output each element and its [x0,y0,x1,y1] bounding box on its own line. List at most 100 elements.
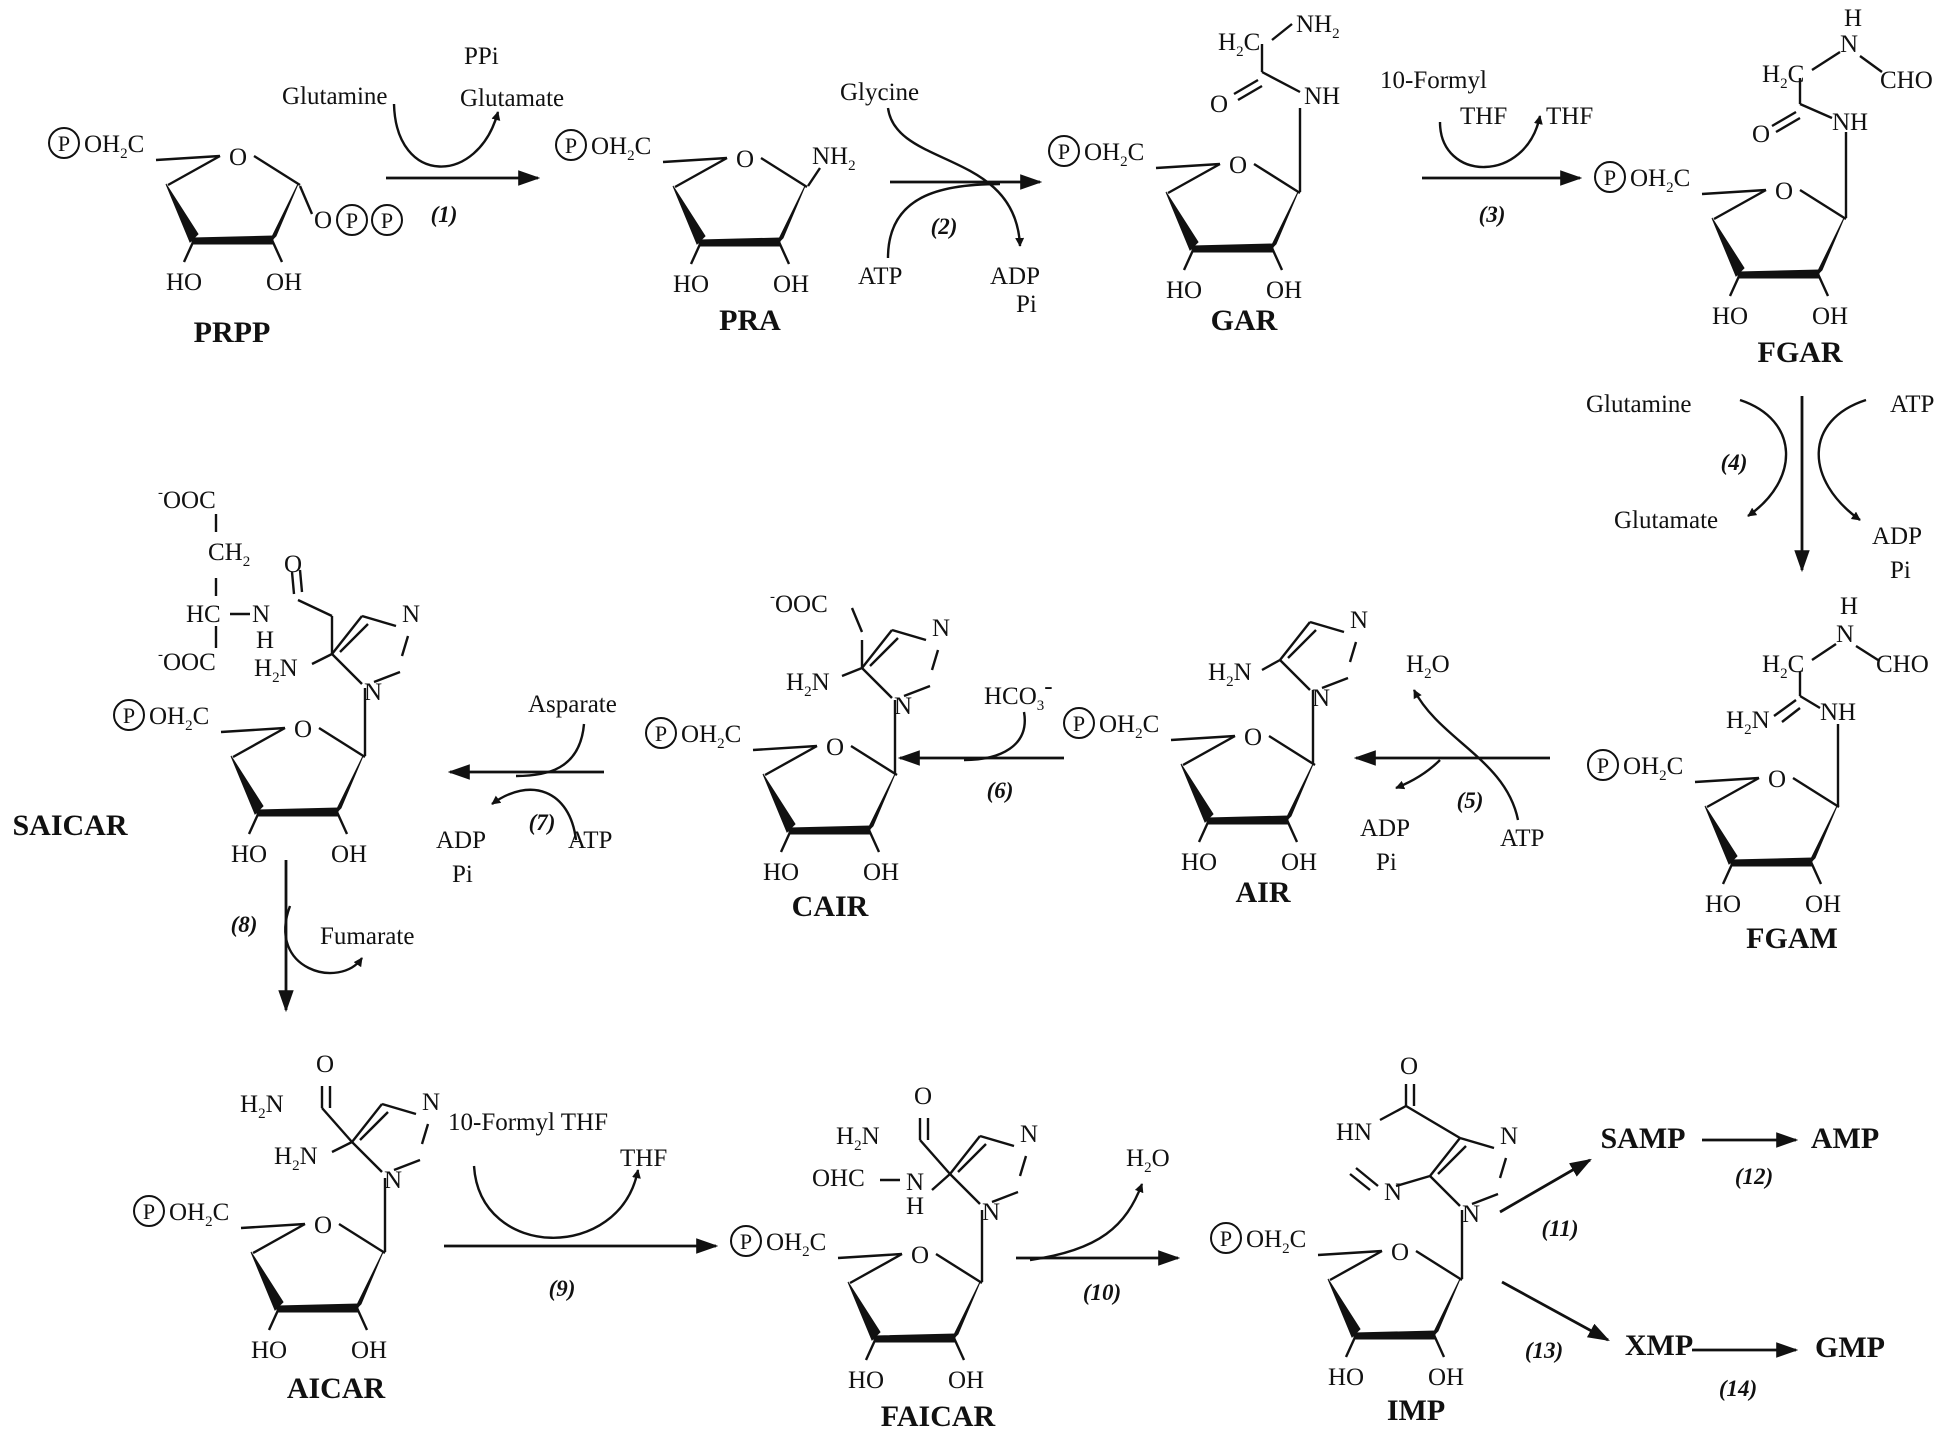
reaction-arrow [1501,1280,1610,1342]
fgam-name: FGAM [1746,922,1838,955]
bond-line [1498,1157,1508,1179]
aicar-name: AICAR [287,1372,386,1405]
bond-line [331,653,363,685]
ring-n: N [1462,1201,1480,1228]
oh-label: OH [1266,277,1302,304]
ring-oxygen: O [1229,152,1247,179]
cofactor-curve [1412,689,1520,821]
cofactor-label: Fumarate [320,923,414,950]
imp-name: IMP [1387,1394,1445,1427]
oh2c-label: OH2C [1099,711,1159,742]
phosphate-icon [336,204,368,236]
bond-line [1859,55,1883,73]
bond-line [1261,658,1281,672]
cofactor-curve [284,905,363,975]
cofactor-label: Pi [1890,557,1911,584]
bond-line [1855,644,1879,662]
phosphate-icon: P [1597,753,1609,778]
oh2c-label: OH2C [84,131,144,162]
ring-oxygen: O [1244,724,1262,751]
step-label: (5) [1457,788,1484,813]
step-label: (11) [1541,1216,1578,1241]
ring-n: N [422,1089,440,1116]
cofactor-label: HCO3- [984,673,1053,714]
ring-oxygen: O [229,144,247,171]
bond-line [1459,1136,1495,1150]
h2c-label: H2C [1762,61,1804,92]
bond-line [420,1123,430,1145]
bond-line [331,615,363,655]
cho-label: CHO [1880,67,1933,94]
cofactor-label: ATP [568,827,612,854]
ring-oxygen: O [911,1242,929,1269]
ring-n: N [402,601,420,628]
step-label: (6) [987,778,1014,803]
bond-line [1237,84,1263,102]
oh-label: OH [948,1367,984,1394]
cofactor-label: H2O [1126,1145,1170,1176]
ring-n: N [1500,1123,1518,1150]
cofactor-label: ATP [858,263,902,290]
ho-label: HO [763,859,799,886]
bond-line [949,1173,981,1205]
bond-line [1471,1192,1499,1206]
bond-line [1781,707,1801,723]
cair-name: CAIR [792,890,869,923]
bond-line [1799,694,1821,710]
hn-label: HN [1336,1119,1372,1146]
bond-line [979,1134,1015,1148]
nh-label: NH [1304,83,1340,110]
nh2-label: NH2 [1296,11,1340,42]
phosphate-icon: P [1058,139,1070,164]
carbonyl-o: O [284,551,302,578]
ho-label: HO [848,1367,884,1394]
reaction-arrow [1499,1158,1592,1214]
ooc-label: -OOC [770,589,828,618]
oh-label: OH [1281,849,1317,876]
cofactor-label: ADP [436,827,486,854]
phosphate-icon: P [346,208,358,233]
bond-line [1233,78,1259,96]
cofactor-curve [886,107,1025,247]
cofactor-label: Glutamine [1586,391,1692,418]
bond-line [339,623,369,653]
oh2c-label: OH2C [1630,165,1690,196]
cofactor-label: Pi [1016,291,1037,318]
ohc-label: OHC [812,1165,865,1192]
ring-n: N [1384,1179,1402,1206]
phosphate-icon: P [565,133,577,158]
h2n-label: H2N [1726,707,1770,738]
ho-label: HO [166,269,202,296]
carbonyl-o: O [1210,91,1228,118]
phosphate-icon: P [58,131,70,156]
n-label: N [1836,621,1854,648]
bond-line [381,1102,417,1116]
h-label: H [256,627,274,654]
phosphate-icon [371,204,403,236]
step-label: (12) [1735,1164,1773,1189]
phosphate-icon: P [123,703,135,728]
o-label: O [314,207,332,234]
step-label: (9) [549,1276,576,1301]
h2n-label: H2N [836,1123,880,1154]
cofactor-curve [886,182,1001,259]
step-label: (13) [1525,1338,1563,1363]
bond-line [1773,699,1797,717]
cofactor-label: H2O [1406,651,1450,682]
nh2-label: NH2 [812,143,856,174]
cofactor-curve [1029,1183,1144,1262]
cofactor-label: Pi [1376,849,1397,876]
h2n-label: H2N [1208,659,1252,690]
bond-line [1429,1175,1461,1207]
